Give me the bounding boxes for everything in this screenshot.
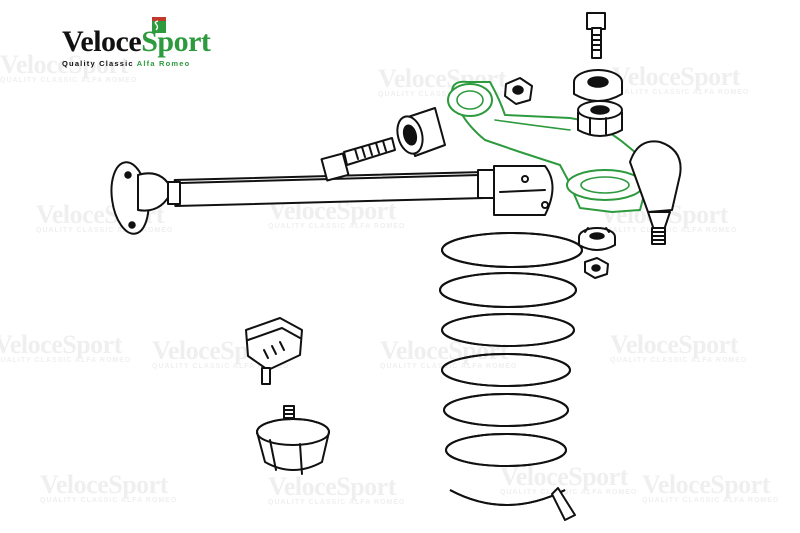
bump-stop-bracket[interactable] xyxy=(245,317,303,385)
ball-joint-stud[interactable] xyxy=(629,140,682,245)
brand-main: Veloce xyxy=(62,25,142,58)
bushing-sleeve[interactable] xyxy=(393,107,446,157)
castle-nut[interactable] xyxy=(578,227,616,251)
upper-nut[interactable] xyxy=(504,77,533,105)
coil-spring[interactable] xyxy=(439,232,583,521)
lock-nut[interactable] xyxy=(584,257,609,279)
rubber-bushing[interactable] xyxy=(577,100,623,137)
upper-bolt[interactable] xyxy=(586,12,606,59)
brand-logo: VeloceSport Quality Classic Alfa Romeo xyxy=(62,17,242,74)
upper-control-arm[interactable] xyxy=(447,80,649,213)
pivot-bolt[interactable] xyxy=(320,137,396,182)
serpent-crest-icon xyxy=(152,17,166,33)
tagline-accent: Alfa Romeo xyxy=(136,59,191,68)
bump-stop-rubber[interactable] xyxy=(256,405,330,475)
tagline-main: Quality Classic xyxy=(62,59,137,68)
reaction-rod[interactable] xyxy=(107,160,554,236)
slotted-nut[interactable] xyxy=(573,69,623,102)
